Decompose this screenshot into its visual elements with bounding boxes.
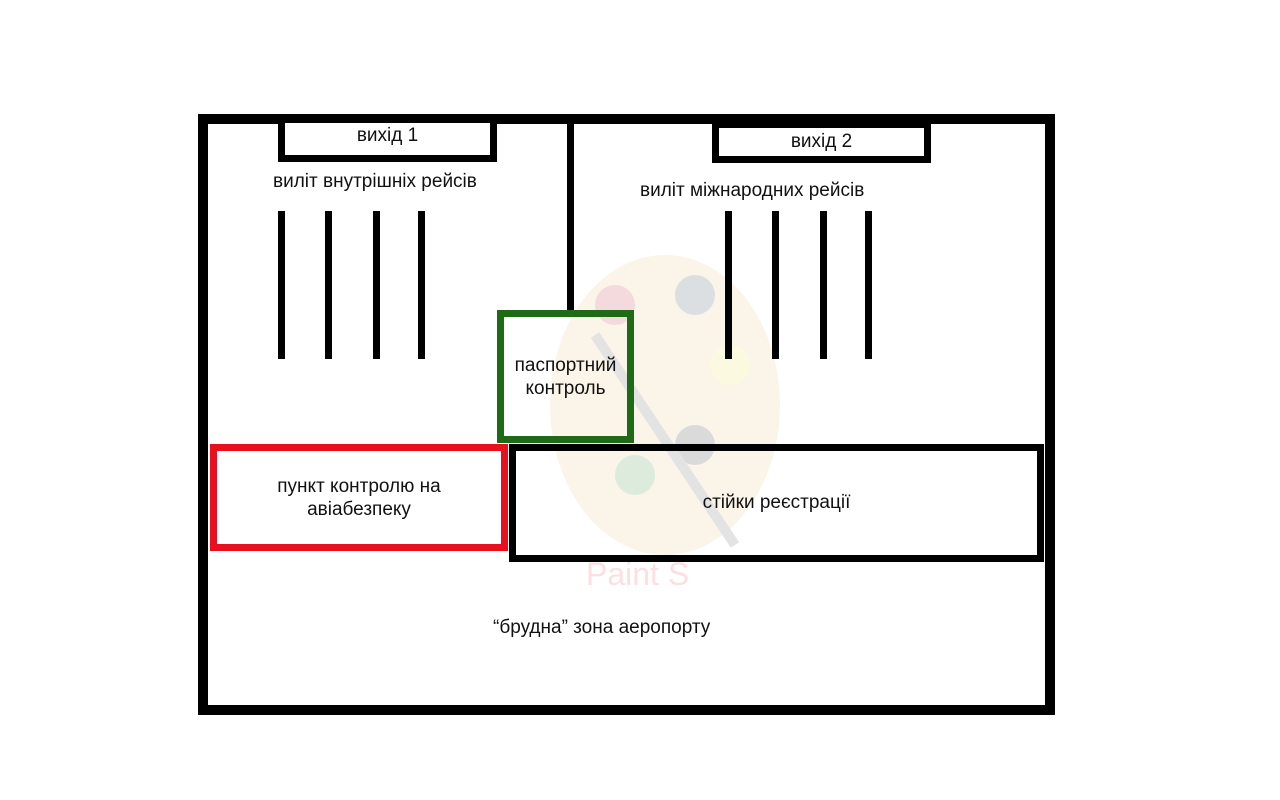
check-in-counters-box: стійки реєстрації (509, 444, 1044, 562)
watermark-text: Paint S (586, 556, 690, 592)
domestic-gate-bar (325, 211, 332, 359)
landside-zone-label: “брудна” зона аеропорту (493, 617, 711, 638)
international-gate-bar (820, 211, 827, 359)
international-gate-bar (725, 211, 732, 359)
domestic-gate-bar (418, 211, 425, 359)
security-checkpoint-box: пункт контролю на авіабезпеку (210, 444, 508, 551)
zone-divider-wall (567, 120, 574, 313)
international-departures-label: виліт міжнародних рейсів (640, 180, 865, 201)
passport-control-line1: паспортний (514, 354, 617, 376)
gate-2-label: вихід 2 (790, 131, 853, 152)
security-checkpoint-line2: авіабезпеку (307, 498, 411, 520)
passport-control-box: паспортний контроль (497, 310, 634, 443)
domestic-gate-bar (373, 211, 380, 359)
international-gate-bar (772, 211, 779, 359)
gate-1: вихід 1 (278, 116, 497, 162)
gate-1-label: вихід 1 (356, 125, 419, 146)
domestic-departures-label: виліт внутрішніх рейсів (273, 171, 477, 192)
passport-control-line2: контроль (525, 377, 606, 399)
security-checkpoint-line1: пункт контролю на (277, 475, 441, 497)
gate-2: вихід 2 (712, 121, 931, 163)
check-in-label: стійки реєстрації (702, 492, 851, 513)
international-gate-bar (865, 211, 872, 359)
domestic-gate-bar (278, 211, 285, 359)
terminal-outline (198, 114, 1055, 715)
